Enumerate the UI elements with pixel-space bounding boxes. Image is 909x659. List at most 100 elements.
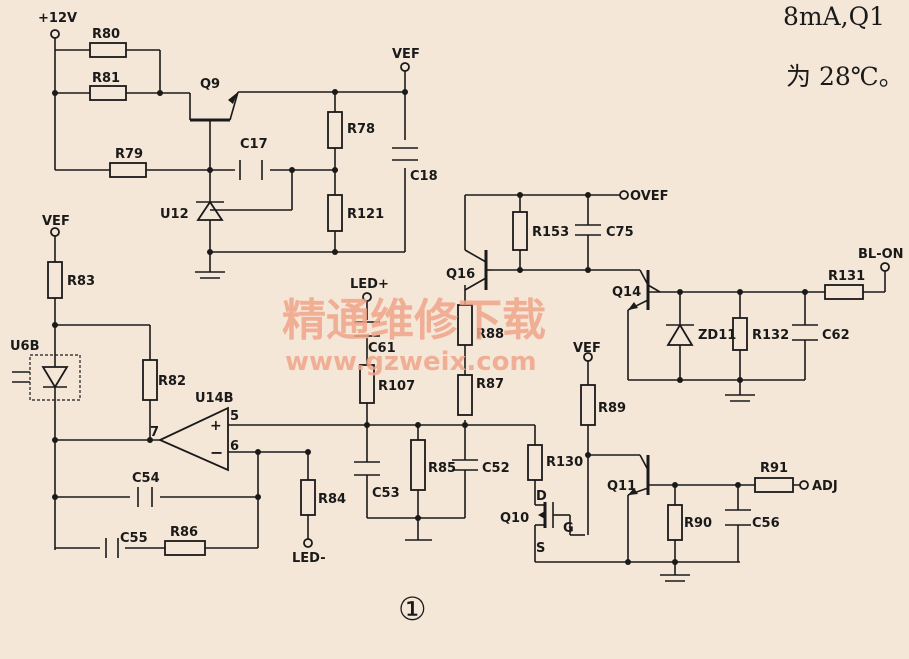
component-label: R121 — [347, 207, 384, 222]
component-label: R91 — [760, 461, 788, 476]
resistor-r83 — [47, 261, 63, 299]
component-label: R130 — [546, 455, 583, 470]
component-label: R87 — [476, 377, 504, 392]
component-label: R153 — [532, 225, 569, 240]
component-label: C55 — [120, 531, 148, 546]
resistor-r80 — [89, 42, 127, 58]
component-label: R86 — [170, 525, 198, 540]
resistor-r82 — [142, 359, 158, 401]
net-label: LED- — [292, 551, 326, 566]
pin-label: 5 — [230, 409, 239, 424]
capacitor-c75 — [575, 224, 601, 236]
terminal-12v — [50, 29, 60, 39]
terminal-bl-on — [880, 262, 890, 272]
resistor-r91 — [754, 477, 794, 493]
semiconductors: + − — [12, 92, 694, 528]
component-label: R107 — [378, 379, 415, 394]
capacitor-c18 — [392, 147, 418, 161]
capacitors — [105, 147, 818, 558]
component-label: R84 — [318, 492, 346, 507]
component-label: C53 — [372, 486, 400, 501]
watermark-url: www.gzweix.com — [285, 347, 537, 377]
resistor-r131 — [824, 284, 864, 300]
capacitor-c52 — [452, 459, 478, 471]
terminal-adj — [799, 480, 809, 490]
resistor-r153 — [512, 211, 528, 251]
component-label: R132 — [752, 328, 789, 343]
component-label: R90 — [684, 516, 712, 531]
component-label: Q10 — [500, 511, 529, 526]
component-label: U14B — [195, 391, 234, 406]
transistor-q16 — [464, 249, 492, 291]
component-label: C54 — [132, 471, 160, 486]
component-label: Q16 — [446, 267, 475, 282]
component-label: R78 — [347, 122, 375, 137]
component-label: C52 — [482, 461, 510, 476]
capacitor-c55 — [105, 538, 119, 558]
pin-label: 7 — [150, 425, 159, 440]
component-label: R88 — [476, 327, 504, 342]
net-label: VEF — [42, 214, 70, 229]
component-label: R79 — [115, 147, 143, 162]
component-label: ZD11 — [698, 328, 736, 343]
resistor-r81 — [89, 85, 127, 101]
zener-u12 — [196, 200, 230, 221]
resistor-r78 — [327, 111, 343, 149]
net-label: OVEF — [630, 189, 669, 204]
transistor-q9 — [190, 92, 238, 122]
component-label: R131 — [828, 269, 865, 284]
capacitor-c62 — [792, 324, 818, 341]
component-label: R81 — [92, 71, 120, 86]
terminal-vef-left — [50, 227, 60, 237]
resistor-r130 — [527, 444, 543, 481]
component-label: C61 — [368, 341, 396, 356]
resistor-r85 — [410, 439, 426, 491]
capacitor-c56 — [725, 509, 751, 526]
zener-zd11 — [666, 323, 694, 346]
pin-label: G — [563, 521, 574, 536]
component-label: R83 — [67, 274, 95, 289]
pin-label: D — [536, 489, 547, 504]
photodiode-u6b — [12, 354, 81, 401]
capacitor-c53 — [354, 461, 380, 476]
terminal-led-minus — [303, 538, 313, 548]
transistor-q14 — [627, 270, 661, 311]
watermark-title: 精通维修下载 — [282, 295, 546, 346]
pin-label: S — [536, 541, 545, 556]
component-label: C62 — [822, 328, 850, 343]
component-label: Q14 — [612, 285, 641, 300]
labels: +12V VEF VEF LED+ LED- OVEF BL-ON VEF AD… — [10, 11, 904, 566]
net-label: BL-ON — [858, 247, 904, 262]
component-label: C18 — [410, 169, 438, 184]
component-label: U12 — [160, 207, 189, 222]
junctions — [50, 29, 890, 565]
resistor-r84 — [300, 479, 316, 516]
page-text-line1: 8mA,Q1 — [783, 2, 885, 31]
component-label: R80 — [92, 27, 120, 42]
wiring — [54, 38, 886, 582]
net-label: VEF — [392, 47, 420, 62]
terminal-vef-right — [583, 352, 593, 362]
component-label: Q9 — [200, 77, 220, 92]
component-label: Q11 — [607, 479, 636, 494]
component-label: C17 — [240, 137, 268, 152]
resistor-r88 — [457, 304, 473, 346]
net-label: ADJ — [812, 479, 838, 494]
resistor-r107 — [359, 364, 375, 404]
pin-label: 6 — [230, 439, 239, 454]
component-label: R85 — [428, 461, 456, 476]
terminal-ovef — [619, 190, 629, 200]
mosfet-q10 — [535, 502, 555, 528]
resistor-r87 — [457, 374, 473, 416]
component-label: U6B — [10, 339, 40, 354]
capacitor-c61 — [354, 321, 380, 337]
watermark: 精通维修下载 www.gzweix.com — [282, 295, 546, 377]
resistors — [47, 42, 864, 556]
resistor-r132 — [732, 317, 748, 351]
resistor-r121 — [327, 194, 343, 232]
component-label: R82 — [158, 374, 186, 389]
terminal-vef-top — [400, 62, 410, 72]
component-label: C56 — [752, 516, 780, 531]
